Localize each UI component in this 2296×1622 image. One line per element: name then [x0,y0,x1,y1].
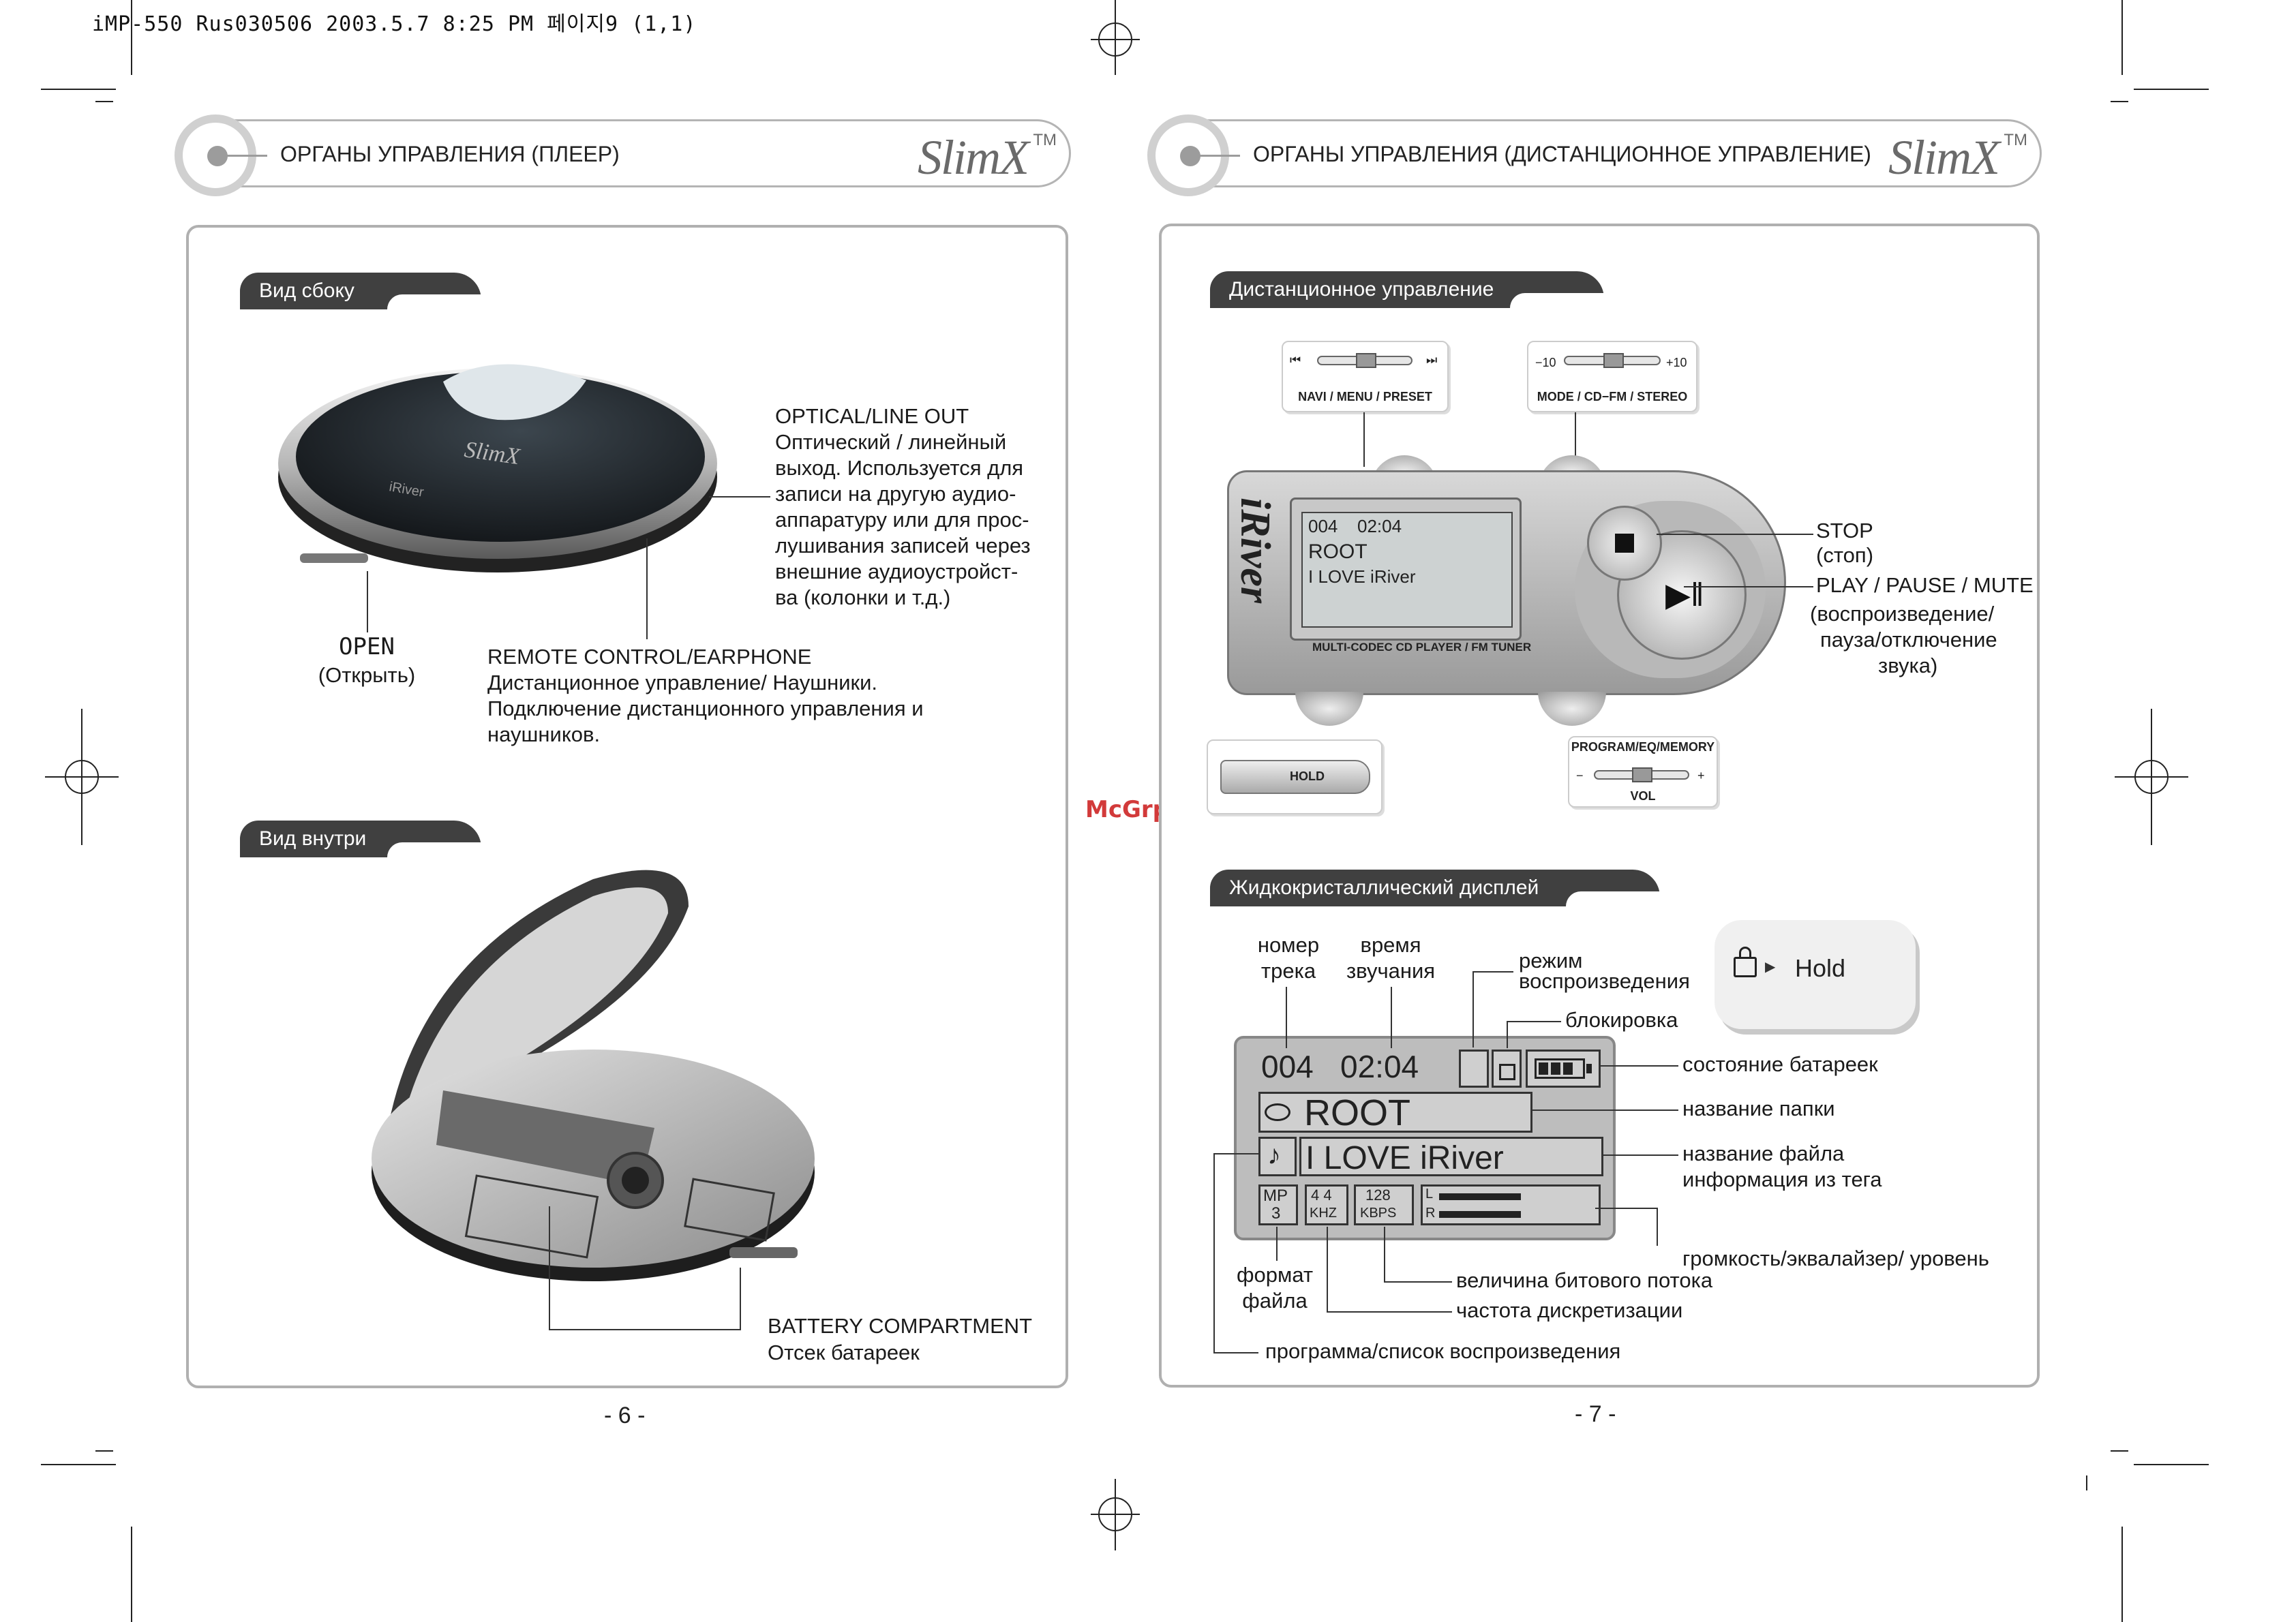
open-title: OPEN [339,633,395,660]
trademark: TM [1033,131,1057,149]
battery-sub: Отсек батареек [768,1341,920,1364]
note-icon: ♪ [1258,1137,1297,1176]
label-battery: состояние батареек [1682,1052,1878,1076]
lcd-display: 004 02:04 ROOT ♪ I LOVE iRiver MP 3 4 4 … [1234,1036,1616,1240]
left-header-title: ОРГАНЫ УПРАВЛЕНИЯ (ПЛЕЕР) [280,142,620,166]
right-header-title: ОРГАНЫ УПРАВЛЕНИЯ (ДИСТАНЦИОННОЕ УПРАВЛЕ… [1253,142,1871,166]
label-program: программа/список воспроизведения [1265,1339,1621,1363]
fast-forward-icon: ⏭ [1426,353,1438,367]
lcd-folder-name: ROOT [1304,1092,1410,1133]
hold-bubble: ▶ Hold [1715,920,1916,1029]
right-section-header: ОРГАНЫ УПРАВЛЕНИЯ (ДИСТАНЦИОННОЕ УПРАВЛЕ… [1147,114,2042,196]
label-volume: громкость/эквалайзер/ уровень [1682,1246,1989,1270]
repeat-mode-icon [1459,1050,1489,1088]
hold-label: HOLD [1290,769,1325,783]
disc-icon [1265,1103,1290,1121]
brand-logo: SlimX [1888,130,2000,185]
cd-player-side-view: SlimX iRiver [278,364,717,572]
stop-icon [1615,534,1634,553]
leader-optical [709,496,770,498]
stop-button[interactable] [1587,506,1662,581]
remote-brand: iRiver [1232,498,1278,603]
cd-player-open-view [372,870,815,1281]
leader-remote [646,538,648,639]
tab-lcd-display: Жидкокристаллический дисплей [1210,870,1661,906]
bitrate-icon: 128 KBPS [1354,1184,1414,1225]
print-header: iMP-550 Rus030506 2003.5.7 8:25 PM 페이지9 … [92,12,697,36]
hold-switch-callout: HOLD [1207,739,1383,814]
remote-caption: MULTI-CODEC CD PLAYER / FM TUNER [1312,641,1532,654]
lcd-track-number: 004 [1261,1049,1314,1084]
lcd-play-time: 02:04 [1340,1049,1419,1084]
optical-title: OPTICAL/LINE OUT [775,404,969,428]
brand-logo: SlimX [918,130,1029,185]
label-bitrate: величина битового потока [1456,1268,1713,1292]
page-number-right: - 7 - [1575,1401,1616,1427]
lock-status-icon [1492,1050,1522,1088]
label-folder-name: название папки [1682,1097,1835,1120]
page-number-left: - 6 - [604,1403,646,1428]
left-section-header: ОРГАНЫ УПРАВЛЕНИЯ (ПЛЕЕР) SlimX TM [175,114,1071,196]
mode-label: MODE / CD−FM / STEREO [1537,390,1688,403]
file-field: I LOVE iRiver [1299,1137,1603,1176]
play-pause-icon: ▶‖ [1665,577,1704,613]
folder-field: ROOT [1258,1092,1532,1133]
rewind-icon: ⏮ [1290,353,1301,367]
tab-side-view: Вид сбоку [240,273,483,309]
play-title: PLAY / PAUSE / MUTE [1816,573,2034,597]
hold-bubble-text: Hold [1795,954,1846,982]
tab-inside-view: Вид внутри [240,821,483,857]
level-meter: L R [1421,1184,1601,1225]
open-sub: (Открыть) [318,663,416,687]
stop-sub: (стоп) [1816,543,1874,567]
label-sample-rate: частота дискретизации [1456,1298,1683,1322]
mode-callout: −10 +10 MODE / CD−FM / STEREO [1527,341,1697,412]
navi-label: NAVI / MENU / PRESET [1298,390,1432,403]
lcd-file-name: I LOVE iRiver [1305,1140,1504,1176]
header-dot-icon [1180,146,1200,166]
vol-label: VOL [1630,789,1656,803]
program-vol-callout: PROGRAM/EQ/MEMORY − + VOL [1568,736,1718,808]
format-icon: MP 3 [1258,1184,1298,1225]
remote-title: REMOTE CONTROL/EARPHONE [487,645,812,669]
leader-battery-left [549,1206,550,1329]
stop-title: STOP [1816,519,1873,542]
battery-title: BATTERY COMPARTMENT [768,1314,1033,1338]
tab-remote-control: Дистанционное управление [1210,271,1605,308]
navi-callout: ⏮ ⏭ NAVI / MENU / PRESET [1282,341,1449,412]
lock-icon [1734,947,1757,977]
trademark: TM [2004,131,2027,149]
remote-lcd: 004 02:04 ROOT I LOVE iRiver [1290,498,1522,641]
battery-icon [1526,1050,1601,1088]
label-lock: блокировка [1565,1008,1678,1032]
leader-open [367,571,368,632]
sample-rate-icon: 4 4 KHZ [1305,1184,1348,1225]
program-label: PROGRAM/EQ/MEMORY [1571,740,1715,754]
header-dot-icon [207,146,228,166]
arrow-right-icon: ▶ [1765,960,1776,975]
